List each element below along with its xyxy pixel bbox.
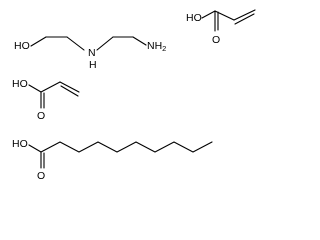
molecule-aminoethylethanolamine: HO N H NH2 (14, 36, 166, 71)
atom-label-h: H (89, 59, 97, 71)
atom-label-ho: HO (14, 40, 30, 52)
molecule-decanoic-acid: HO O (12, 138, 213, 182)
bond (30, 36, 47, 47)
bond (96, 36, 114, 51)
bond (201, 10, 216, 19)
molecule-acrylic-acid-top: HO O (186, 9, 256, 46)
atom-label-n: N (88, 47, 96, 59)
atom-label-ho: HO (12, 78, 28, 90)
bond (60, 85, 79, 97)
bond (233, 9, 256, 21)
structure-canvas: HO N H NH2 HO O HO O HO O (12, 9, 256, 182)
atom-label-o: O (37, 110, 45, 122)
alkyl-chain (40, 141, 213, 153)
atom-label-o: O (37, 170, 45, 182)
atom-label-nh: NH2 (147, 40, 166, 53)
bond (59, 81, 80, 93)
atom-label-o: O (212, 34, 220, 46)
bond (28, 144, 42, 153)
bond (234, 13, 255, 25)
bond (66, 36, 85, 51)
bond (214, 10, 235, 21)
bond (40, 81, 61, 93)
bond (132, 36, 147, 46)
bond (28, 84, 42, 93)
molecule-acrylic-acid-middle: HO O (12, 78, 80, 122)
atom-label-ho: HO (186, 12, 202, 24)
atom-label-ho: HO (12, 138, 28, 150)
